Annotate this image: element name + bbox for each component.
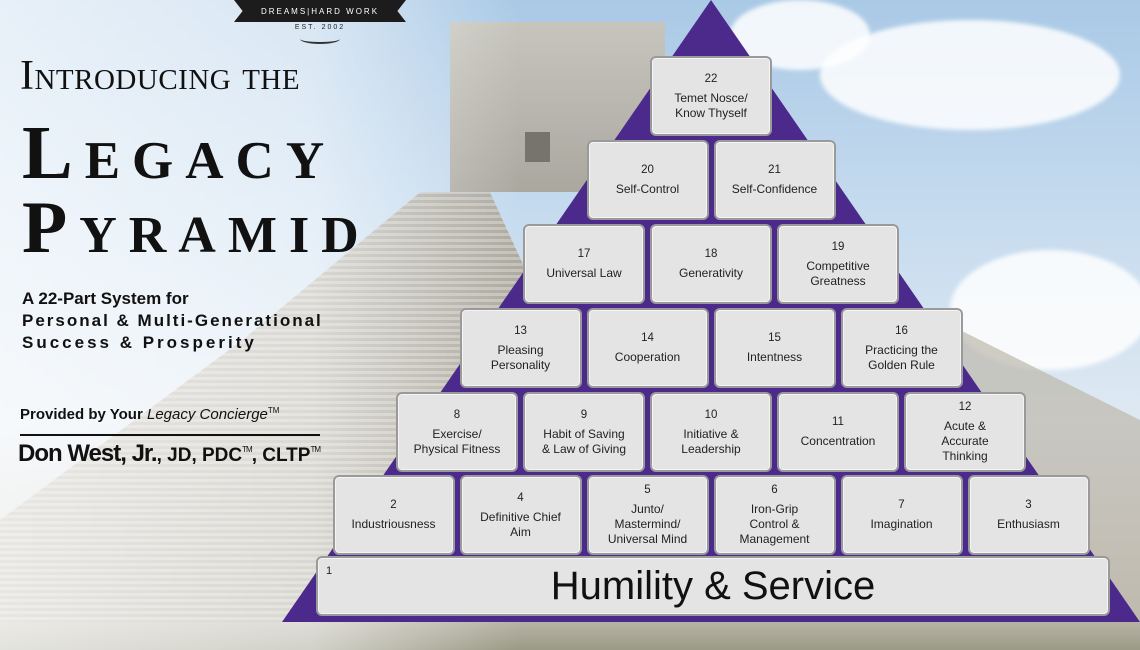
headline-pyramid: Pyramid bbox=[22, 187, 371, 269]
block-number: 15 bbox=[768, 332, 781, 344]
block-label: Iron-Grip Control & Management bbox=[739, 502, 810, 546]
trademark: TM bbox=[310, 445, 321, 454]
block-number: 12 bbox=[958, 401, 972, 413]
block-number: 3 bbox=[1025, 499, 1032, 511]
block-number: 1 bbox=[326, 565, 333, 577]
block-label: Self-Control bbox=[615, 182, 680, 196]
author-name: Don West, Jr., JD, PDCTM, CLTPTM bbox=[18, 440, 321, 468]
logo-banner: DREAMS|HARD WORK bbox=[234, 0, 406, 22]
tagline-line-2: Personal & Multi-Generational bbox=[22, 311, 323, 330]
block-number: 18 bbox=[704, 248, 718, 260]
block-label: Competitive Greatness bbox=[806, 258, 870, 288]
block-label: Enthusiasm bbox=[997, 517, 1060, 531]
block-label: Pleasing Personality bbox=[490, 342, 551, 372]
block-number: 20 bbox=[641, 164, 654, 176]
provided-by: Provided by Your Legacy ConciergeTM bbox=[20, 406, 279, 423]
block-label: Initiative & Leadership bbox=[681, 426, 741, 456]
block-label: Universal Law bbox=[546, 266, 622, 280]
headline-legacy: Legacy bbox=[22, 111, 337, 195]
block-label: Concentration bbox=[800, 434, 876, 448]
block-number: 13 bbox=[514, 324, 527, 337]
block-label: Temet Nosce/ Know Thyself bbox=[674, 90, 748, 120]
block-number: 4 bbox=[517, 491, 524, 504]
block-label: Junto/ Mastermind/ Universal Mind bbox=[607, 502, 688, 546]
block-number: 22 bbox=[704, 72, 718, 85]
est-label: EST. 2002 bbox=[294, 24, 346, 31]
block-number: 21 bbox=[768, 164, 781, 176]
tagline-line-1: A 22-Part System for bbox=[22, 289, 189, 308]
block-label: Generativity bbox=[678, 266, 744, 280]
author-name-text: Don West, Jr. bbox=[18, 440, 158, 467]
block-number: 19 bbox=[831, 240, 845, 253]
block-number: 6 bbox=[771, 484, 778, 496]
block-label: Acute & Accurate Thinking bbox=[941, 419, 989, 463]
block-label: Definitive Chief Aim bbox=[480, 509, 561, 539]
block-number: 14 bbox=[641, 332, 654, 344]
block-label: Intentness bbox=[746, 350, 803, 364]
block-number: 16 bbox=[895, 324, 908, 337]
tagline-line-3: Success & Prosperity bbox=[22, 333, 257, 352]
block-label: Self-Confidence bbox=[731, 182, 818, 196]
block-label: Imagination bbox=[870, 517, 933, 531]
block-label: Industriousness bbox=[351, 517, 436, 531]
block-number: 17 bbox=[577, 248, 591, 260]
divider bbox=[20, 434, 320, 436]
block-label: Cooperation bbox=[614, 350, 681, 364]
flourish-ornament bbox=[300, 34, 340, 44]
block-number: 7 bbox=[898, 499, 905, 511]
block-label: Humility & Service bbox=[550, 563, 876, 608]
provided-prefix: Provided by Your bbox=[20, 406, 147, 423]
block-label: Exercise/ Physical Fitness bbox=[413, 426, 501, 456]
block-number: 8 bbox=[453, 408, 461, 421]
block-label: Practicing the Golden Rule bbox=[865, 342, 938, 372]
block-label: Habit of Saving & Law of Giving bbox=[541, 426, 627, 456]
headline-intro: Introducing the bbox=[20, 53, 301, 99]
author-creds: , JD, PDC bbox=[156, 445, 243, 466]
block-number: 5 bbox=[644, 484, 651, 496]
tagline: A 22-Part System for Personal & Multi-Ge… bbox=[22, 288, 323, 354]
trademark: TM bbox=[267, 406, 280, 415]
author-creds-2: , CLTP bbox=[251, 445, 311, 466]
block-number: 9 bbox=[580, 408, 588, 421]
trademark: TM bbox=[242, 445, 253, 454]
pyramid-block-base: 1 Humility & Service bbox=[316, 556, 1110, 616]
legacy-concierge: Legacy Concierge bbox=[146, 406, 268, 423]
block-number: 10 bbox=[704, 408, 718, 421]
block-number: 11 bbox=[832, 416, 844, 428]
block-number: 2 bbox=[390, 499, 397, 511]
